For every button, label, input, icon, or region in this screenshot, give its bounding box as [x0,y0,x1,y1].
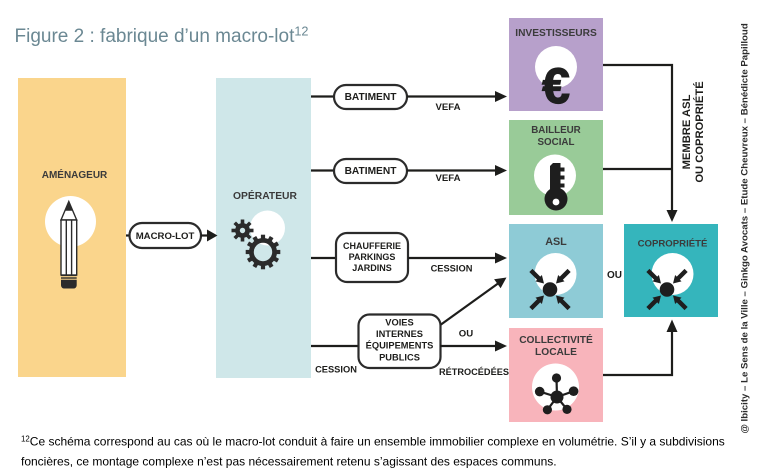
svg-text:VOIES: VOIES [385,317,413,327]
svg-text:ÉQUIPEMENTS: ÉQUIPEMENTS [366,341,434,351]
svg-text:VEFA: VEFA [435,173,460,184]
svg-text:COLLECTIVITÉ: COLLECTIVITÉ [519,333,593,346]
svg-text:MEMBRE ASL: MEMBRE ASL [681,94,693,169]
svg-text:AMÉNAGEUR: AMÉNAGEUR [42,168,108,181]
svg-text:€: € [542,58,570,114]
svg-text:Figure 2 : fabrique d’un macro: Figure 2 : fabrique d’un macro-lot12 [15,25,309,47]
svg-text:@ Ibicity – Le Sens de la Vill: @ Ibicity – Le Sens de la Ville – Ginkgo… [740,23,751,433]
svg-text:INTERNES: INTERNES [376,329,423,339]
svg-text:RÉTROCÉDÉES: RÉTROCÉDÉES [439,366,509,377]
svg-text:LOCALE: LOCALE [535,347,577,358]
svg-text:MACRO-LOT: MACRO-LOT [136,231,195,242]
svg-text:12Ce schéma correspond au cas: 12Ce schéma correspond au cas où le macr… [21,434,725,448]
svg-text:BATIMENT: BATIMENT [345,166,398,177]
svg-text:OU COPROPRIÉTÉ: OU COPROPRIÉTÉ [693,81,706,183]
svg-text:PARKINGS: PARKINGS [349,252,396,262]
svg-text:SOCIAL: SOCIAL [537,137,574,148]
svg-text:CHAUFFERIE: CHAUFFERIE [343,241,401,251]
svg-text:ASL: ASL [545,236,567,248]
svg-text:foncières, ce montage complexe: foncières, ce montage complexe n’est pas… [21,455,557,469]
svg-text:OU: OU [607,270,622,281]
svg-text:CESSION: CESSION [431,264,473,274]
svg-text:JARDINS: JARDINS [352,263,392,273]
svg-text:VEFA: VEFA [435,102,460,113]
svg-text:BATIMENT: BATIMENT [345,92,398,103]
svg-text:INVESTISSEURS: INVESTISSEURS [515,28,597,39]
svg-text:COPROPRIÉTÉ: COPROPRIÉTÉ [638,238,708,250]
svg-text:BAILLEUR: BAILLEUR [531,125,581,136]
svg-text:OPÉRATEUR: OPÉRATEUR [233,189,297,202]
svg-text:CESSION: CESSION [315,365,357,375]
svg-text:OU: OU [459,329,473,340]
svg-text:PUBLICS: PUBLICS [379,352,420,362]
